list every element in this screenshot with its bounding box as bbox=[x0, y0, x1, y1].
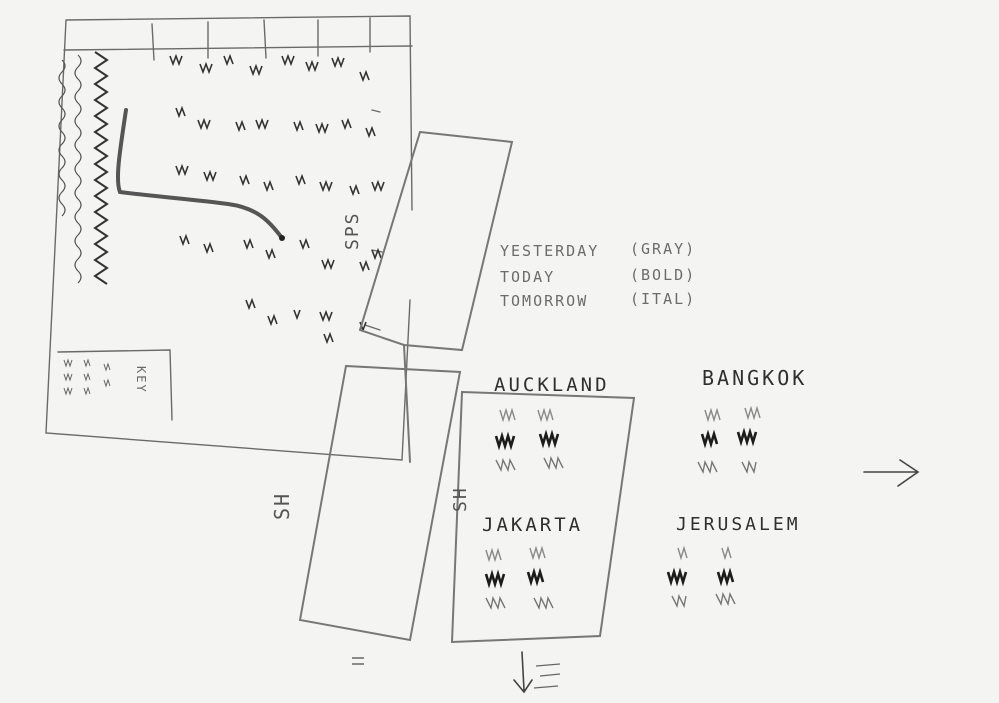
legend-today-style: (BOLD) bbox=[630, 266, 696, 284]
city-jerusalem: JERUSALEM bbox=[676, 514, 801, 535]
panel-upper bbox=[360, 132, 512, 350]
right-arrow-icon bbox=[864, 460, 918, 486]
panel-mark-upper: SPS bbox=[342, 211, 363, 250]
legend-tomorrow-style: (ITAL) bbox=[630, 290, 696, 308]
city-jakarta: JAKARTA bbox=[482, 514, 583, 536]
panel-mark-right: SH bbox=[450, 486, 471, 512]
down-arrow-icon bbox=[514, 652, 532, 692]
panel-mark-left: SH bbox=[270, 492, 294, 520]
legend-yesterday-label: YESTERDAY bbox=[500, 242, 599, 260]
legend-today-label: TODAY bbox=[500, 268, 555, 286]
panel-middle bbox=[300, 366, 460, 640]
key-box bbox=[58, 350, 172, 420]
city-bangkok: BANGKOK bbox=[702, 366, 807, 390]
city-auckland: AUCKLAND bbox=[494, 374, 610, 396]
legend-tomorrow-label: TOMORROW bbox=[500, 292, 588, 310]
legend-yesterday-style: (GRAY) bbox=[630, 240, 696, 258]
key-label: KEY bbox=[134, 366, 148, 394]
table-header-line bbox=[64, 46, 412, 50]
